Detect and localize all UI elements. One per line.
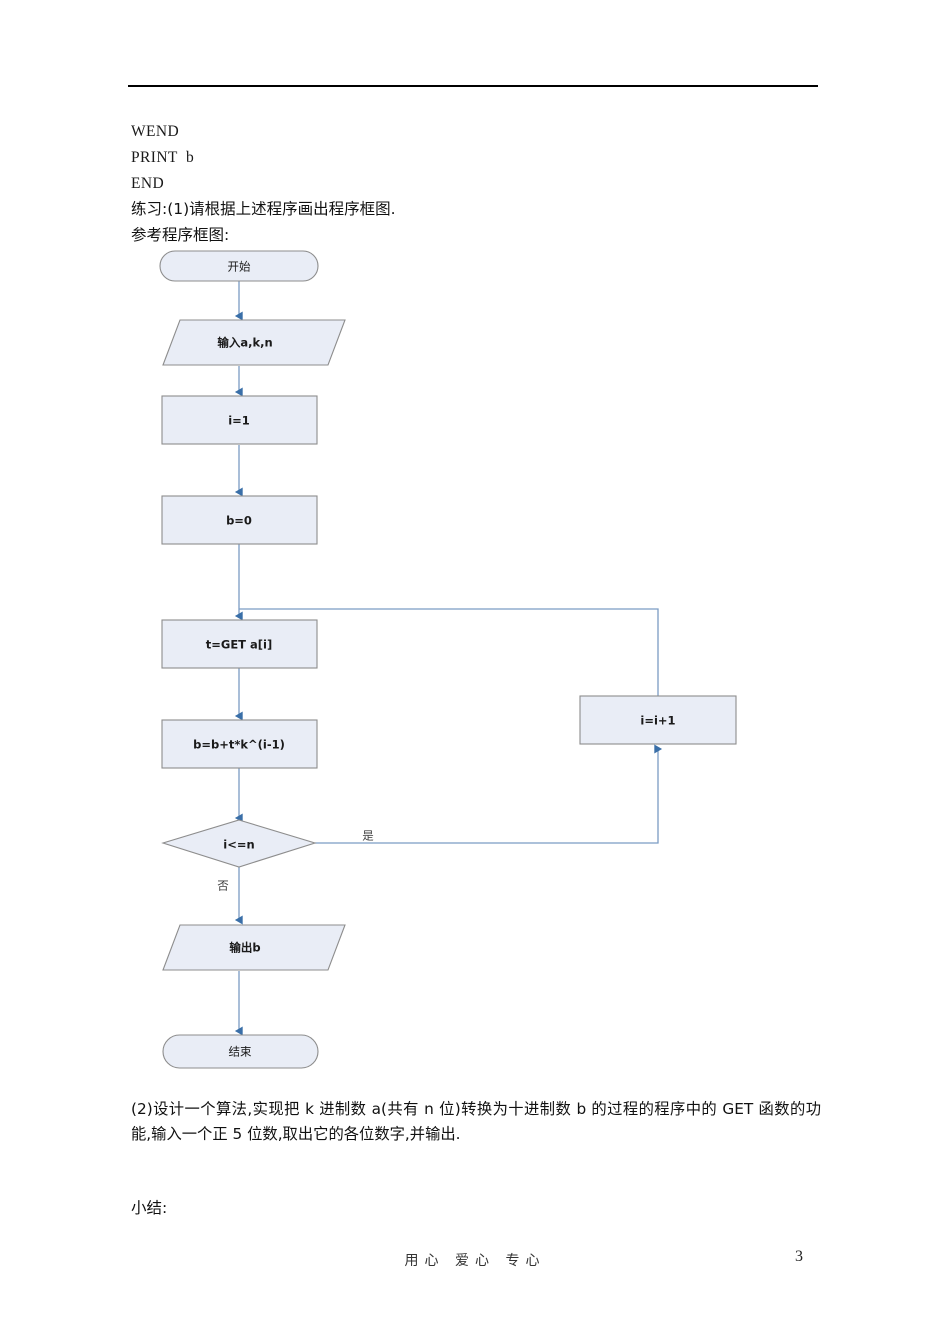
node-input [162,319,346,366]
node-increment [579,695,737,745]
exercise-line: 练习:(1)请根据上述程序画出程序框图. [131,200,396,218]
node-start-label: 开始 [228,260,251,274]
header-rule [128,85,818,87]
node-start [159,250,319,282]
node-input-label: 输入a,k,n [217,336,272,350]
node-increment-label: i=i+1 [640,714,675,728]
node-get-label: t=GET a[i] [206,638,273,652]
connector-cond-yes-to-incr [315,744,663,844]
node-init-b [161,495,318,545]
code-line-end: END [131,175,165,192]
node-output-label: 输出b [229,941,260,955]
code-line-wend: WEND [131,123,180,140]
footer-page-number: 3 [795,1248,803,1265]
node-init-i-label: i=1 [228,414,250,428]
node-accum [161,719,318,769]
node-end-label: 结束 [229,1045,252,1059]
node-condition [161,819,317,868]
node-get [161,619,318,669]
branch-label-no: 否 [217,879,229,893]
exercise-paragraph-2: (2)设计一个算法,实现把 k 进制数 a(共有 n 位)转换为十进制数 b 的… [131,1100,821,1143]
code-line-print: PRINT b [131,149,195,166]
branch-label-yes: 是 [362,829,374,843]
node-end [162,1034,319,1069]
footer-slogan: 用心 爱心 专心 [404,1253,546,1269]
connector-incr-back-to-get [239,608,659,696]
node-init-i [161,395,318,445]
reference-flowchart-label: 参考程序框图: [131,226,230,244]
node-condition-label: i<=n [223,838,254,852]
node-output [162,924,346,971]
node-accum-label: b=b+t*k^(i-1) [193,738,285,752]
node-init-b-label: b=0 [226,514,252,528]
summary-label: 小结: [131,1199,168,1217]
